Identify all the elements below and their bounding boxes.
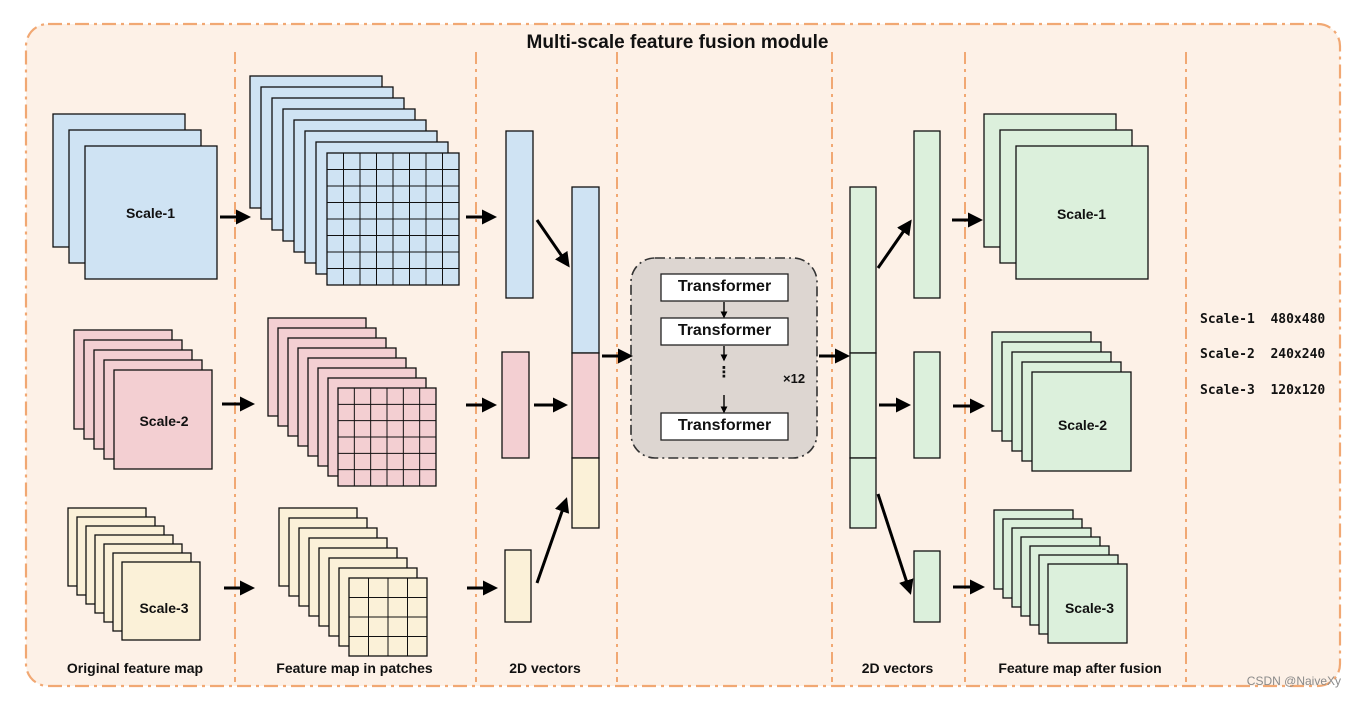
scale-3-original-label: Scale-3 xyxy=(139,600,189,616)
legend-scale-3-name: Scale-3 xyxy=(1200,383,1255,398)
scale-2-fused-label: Scale-2 xyxy=(1057,417,1108,433)
concat-vector-scale-2 xyxy=(571,352,600,459)
transformer-ellipsis: ⋮ xyxy=(716,364,732,381)
legend-scale-1-size: 480x480 xyxy=(1270,312,1326,327)
column-label-original: Original feature map xyxy=(66,660,204,676)
split-vector-scale-1 xyxy=(913,130,941,299)
legend-scale-3: Scale-3 120x120 xyxy=(1200,383,1325,398)
arrow-output-to-split-3 xyxy=(876,493,914,595)
diagram-title: Multi-scale feature fusion module xyxy=(526,32,829,53)
transformer-block-2-label: Transformer xyxy=(677,322,772,339)
concat-vector-scale-1 xyxy=(571,186,600,354)
scale-2-original-label: Scale-2 xyxy=(139,413,189,429)
column-label-vectors-in: 2D vectors xyxy=(509,660,581,676)
output-vector-scale-2 xyxy=(849,352,877,459)
scale-3-fused-label: Scale-3 xyxy=(1064,600,1115,616)
transformer-block-1 xyxy=(660,273,789,302)
vector-scale-1 xyxy=(505,130,534,299)
repeat-label: ×12 xyxy=(783,371,806,386)
output-vector-scale-3 xyxy=(849,457,877,529)
column-label-fused: Feature map after fusion xyxy=(998,660,1162,676)
scale-3-original-layer-7 xyxy=(121,561,201,641)
scale-2-original-layer-5 xyxy=(113,369,213,470)
transformer-block-2 xyxy=(660,317,789,346)
output-vector-scale-1 xyxy=(849,186,877,354)
legend-scale-3-size: 120x120 xyxy=(1270,383,1326,398)
watermark: CSDN @NaiveXy xyxy=(1246,674,1341,688)
scale-3-fused-layer-7 xyxy=(1047,563,1128,644)
scale-1-fused-label: Scale-1 xyxy=(1056,206,1107,222)
scale-1-fused-layer-3 xyxy=(1015,145,1149,280)
arrow-output-to-split-1 xyxy=(876,219,912,269)
legend-scale-1-name: Scale-1 xyxy=(1200,312,1255,327)
arrow-vector-1-to-concat xyxy=(535,219,570,268)
transformer-block-3 xyxy=(660,412,789,441)
scale-1-original-layer-3 xyxy=(84,145,218,280)
split-vector-scale-2 xyxy=(913,351,941,459)
scale-1-original-label: Scale-1 xyxy=(125,205,176,221)
legend-scale-2-size: 240x240 xyxy=(1270,347,1326,362)
arrow-vector-3-to-concat xyxy=(535,497,570,584)
split-vector-scale-3 xyxy=(913,550,941,623)
vector-scale-2 xyxy=(501,351,530,459)
column-label-patches: Feature map in patches xyxy=(276,660,433,676)
transformer-block-n-label: Transformer xyxy=(677,417,772,434)
legend-scale-1: Scale-1 480x480 xyxy=(1200,312,1325,327)
legend-scale-2-name: Scale-2 xyxy=(1200,347,1255,362)
concat-vector-scale-3 xyxy=(571,457,600,529)
legend-scale-2: Scale-2 240x240 xyxy=(1200,347,1325,362)
scale-2-fused-layer-5 xyxy=(1031,371,1132,472)
column-label-vectors-out: 2D vectors xyxy=(861,660,934,676)
vector-scale-3 xyxy=(504,549,532,623)
transformer-block-1-label: Transformer xyxy=(677,278,772,295)
